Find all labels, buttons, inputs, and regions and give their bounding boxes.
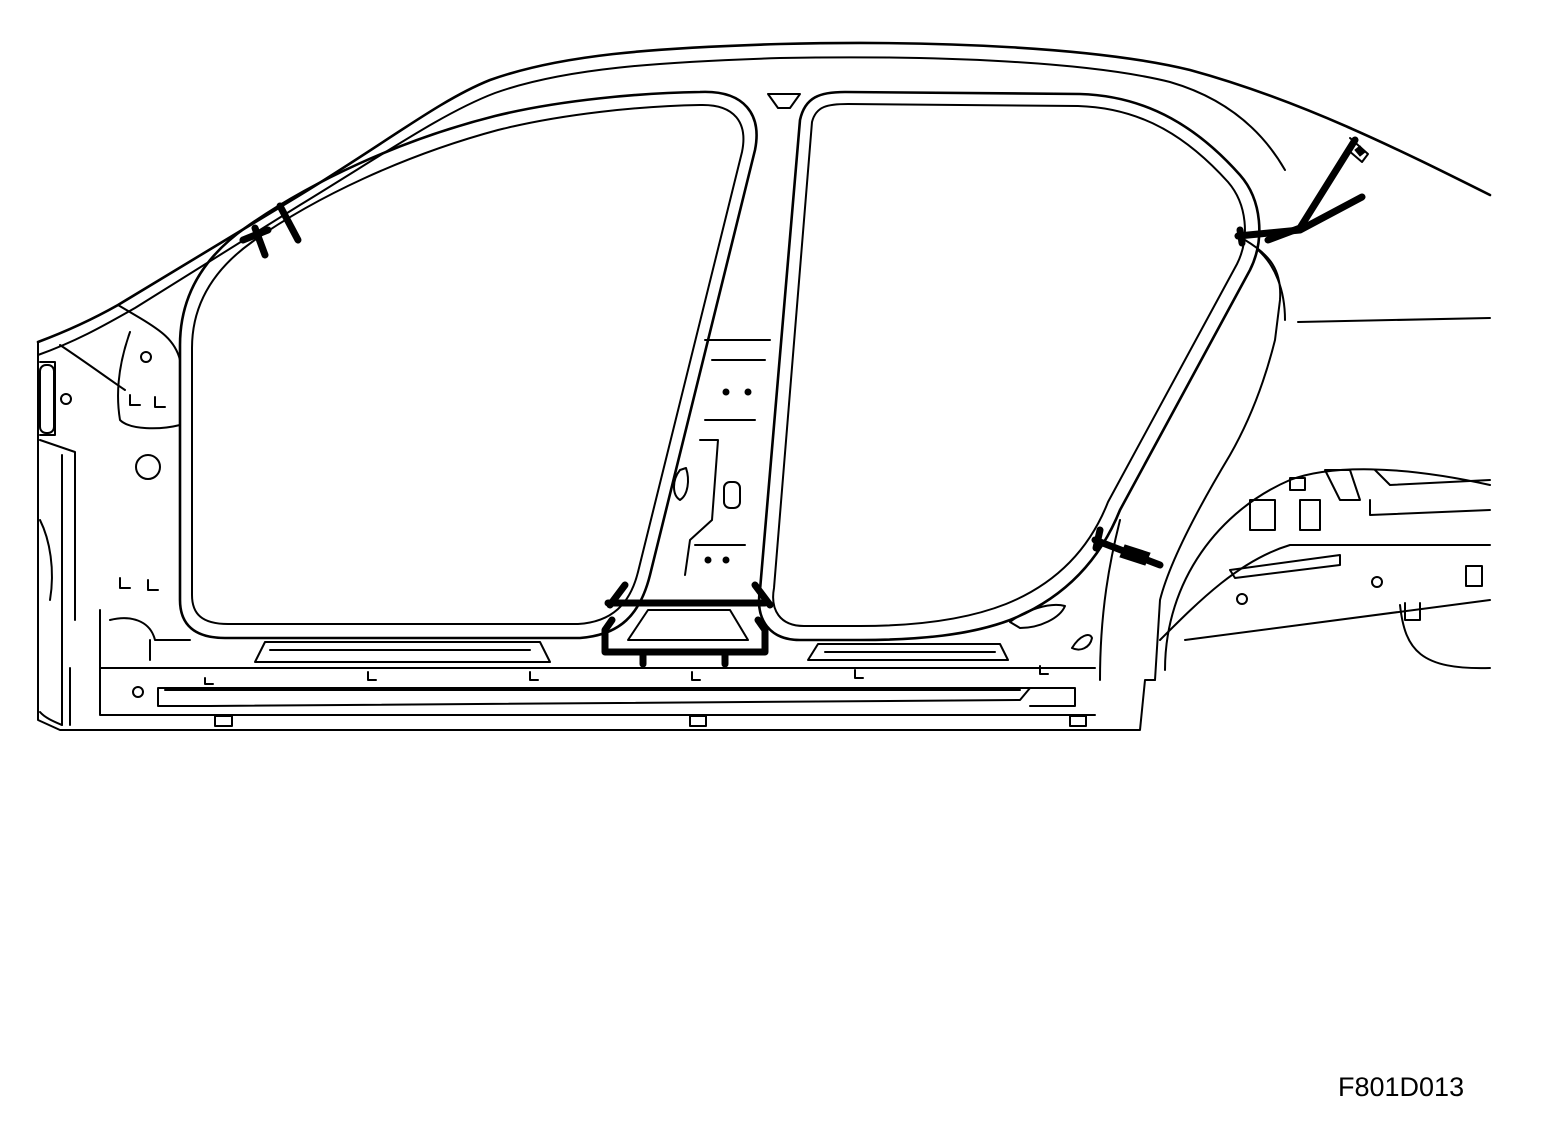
- body-outline: [36, 41, 1492, 731]
- a-pillar-details: [39, 304, 191, 726]
- c-pillar-lower-cut: [1091, 526, 1164, 569]
- rocker-sill: [132, 641, 1087, 727]
- rear-quarter: [1009, 239, 1491, 681]
- rear-door-opening: [757, 90, 1261, 642]
- front-door-opening: [178, 90, 758, 640]
- roof-rail-cut: [239, 202, 302, 259]
- b-pillar: [673, 93, 801, 576]
- figure-code-label: F801D013: [1338, 1072, 1465, 1102]
- c-pillar-top-cut: [1234, 136, 1369, 247]
- b-pillar-cut-section: [601, 581, 774, 668]
